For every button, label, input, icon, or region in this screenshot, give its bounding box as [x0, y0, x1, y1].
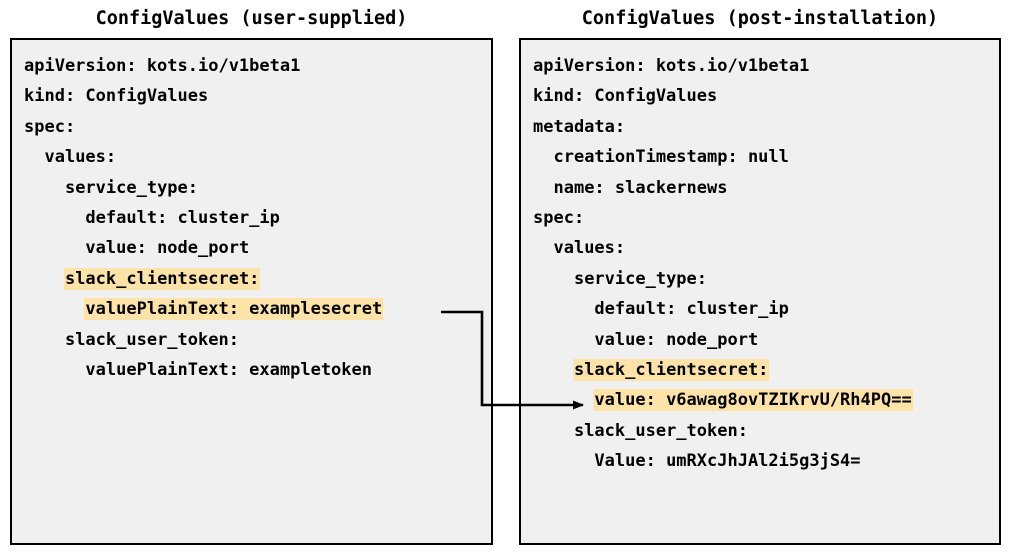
code-indent [24, 330, 65, 350]
code-line: values: [521, 233, 999, 263]
code-line-text: Value: umRXcJhJAl2i5g3jS4= [594, 451, 861, 472]
code-line-text: value: node_port [594, 329, 759, 350]
code-line: apiVersion: kots.io/v1beta1 [521, 51, 999, 81]
code-line-text: apiVersion: kots.io/v1beta1 [533, 56, 810, 76]
code-indent [24, 208, 85, 228]
config-values-post-installation-lines: apiVersion: kots.io/v1beta1 kind: ConfigV… [521, 40, 999, 476]
code-line: service_type: [521, 264, 999, 294]
code-indent [24, 147, 44, 167]
code-line: kind: ConfigValues [521, 81, 999, 111]
panel-title-post-installation: ConfigValues (post-installation) [581, 8, 939, 29]
code-indent [533, 330, 594, 350]
code-line-text: spec: [24, 116, 76, 137]
code-indent [24, 360, 85, 380]
code-line-text: kind: ConfigValues [24, 86, 209, 107]
code-line-text: default: cluster_ip [85, 207, 280, 228]
code-line: service_type: [12, 173, 491, 203]
code-line: slack_user_token: [12, 325, 491, 355]
code-line: slack_user_token: [521, 416, 999, 446]
code-line: default: cluster_ip [521, 294, 999, 324]
code-indent [533, 421, 574, 441]
code-line-text: values: [44, 147, 117, 168]
code-indent [533, 390, 594, 410]
code-line: spec: [521, 203, 999, 233]
code-line-text: value: node_port [85, 238, 250, 259]
panel-title-user-supplied: ConfigValues (user-supplied) [95, 8, 408, 29]
code-line-text: value: v6awag8ovTZIKrvU/Rh4PQ== [594, 390, 912, 411]
code-indent [533, 178, 553, 198]
code-line: creationTimestamp: null [521, 142, 999, 172]
code-line: name: slackernews [521, 173, 999, 203]
code-line: valuePlainText: exampletoken [12, 355, 491, 385]
code-line-text: kind: ConfigValues [533, 86, 718, 107]
code-line: values: [12, 142, 491, 172]
code-line-text: valuePlainText: exampletoken [85, 359, 372, 380]
code-line: Value: umRXcJhJAl2i5g3jS4= [521, 446, 999, 476]
code-line: metadata: [521, 112, 999, 142]
code-line-text: values: [553, 238, 626, 259]
config-values-post-installation-box: apiVersion: kots.io/v1beta1 kind: ConfigV… [519, 38, 1001, 545]
code-indent [533, 147, 553, 167]
code-line-text: default: cluster_ip [594, 299, 789, 320]
code-line-text: creationTimestamp: null [553, 147, 789, 168]
config-values-user-supplied-lines: apiVersion: kots.io/v1beta1 kind: ConfigV… [12, 40, 491, 385]
code-line-text: spec: [533, 207, 585, 228]
code-line-text: service_type: [573, 268, 708, 289]
code-indent [533, 238, 553, 258]
code-line-text: name: slackernews [553, 177, 728, 198]
code-line: slack_clientsecret: [12, 264, 491, 294]
config-values-user-supplied-box: apiVersion: kots.io/v1beta1 kind: ConfigV… [10, 38, 493, 545]
code-line: value: node_port [521, 325, 999, 355]
code-line: kind: ConfigValues [12, 81, 491, 111]
code-line-text: slack_clientsecret: [64, 268, 260, 289]
code-indent [533, 360, 574, 380]
code-line-text: apiVersion: kots.io/v1beta1 [24, 56, 301, 76]
code-indent [24, 178, 65, 198]
code-line-text: valuePlainText: examplesecret [85, 299, 383, 320]
code-line-text: slack_clientsecret: [573, 359, 769, 380]
code-line-text: service_type: [64, 177, 199, 198]
code-line: default: cluster_ip [12, 203, 491, 233]
code-line-text: slack_user_token: [573, 420, 748, 441]
code-indent [24, 269, 65, 289]
code-line: value: v6awag8ovTZIKrvU/Rh4PQ== [521, 385, 999, 415]
code-indent [533, 269, 574, 289]
code-line: spec: [12, 112, 491, 142]
code-line: slack_clientsecret: [521, 355, 999, 385]
code-indent [533, 299, 594, 319]
code-indent [533, 451, 594, 471]
code-line: apiVersion: kots.io/v1beta1 [12, 51, 491, 81]
code-indent [24, 238, 85, 258]
code-line: value: node_port [12, 233, 491, 263]
code-line-text: metadata: [533, 116, 626, 137]
code-indent [24, 299, 85, 319]
code-line-text: slack_user_token: [64, 329, 239, 350]
code-line: valuePlainText: examplesecret [12, 294, 491, 324]
